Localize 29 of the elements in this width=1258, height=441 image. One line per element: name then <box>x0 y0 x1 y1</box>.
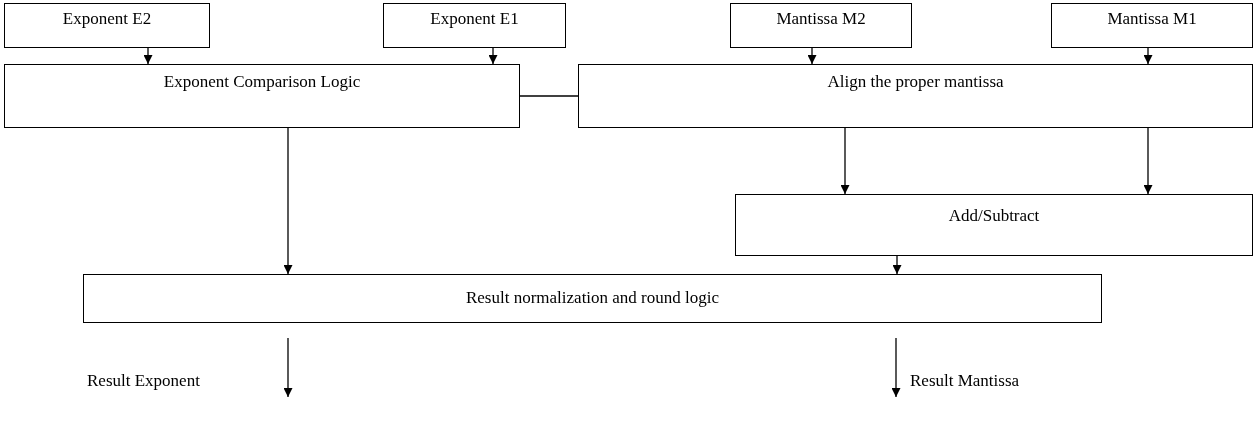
process-box <box>1051 3 1253 48</box>
process-box <box>735 194 1253 256</box>
arrow <box>807 47 817 65</box>
arrow <box>283 127 293 275</box>
output-label: Result Exponent <box>87 370 200 392</box>
process-box <box>4 64 520 128</box>
arrow <box>1143 47 1153 65</box>
process-box <box>383 3 566 48</box>
box-label: Align the proper mantissa <box>827 71 1004 93</box>
arrow <box>892 255 902 275</box>
connector-line <box>519 95 579 97</box>
box-label: Result normalization and round logic <box>465 287 720 309</box>
box-label: Exponent Comparison Logic <box>163 71 361 93</box>
output-label: Result Mantissa <box>910 370 1020 392</box>
arrow <box>840 127 850 195</box>
arrow <box>488 47 498 65</box>
box-label: Exponent E2 <box>62 8 152 30</box>
arrow <box>891 337 901 398</box>
process-box <box>578 64 1253 128</box>
process-box <box>4 3 210 48</box>
arrow <box>143 47 153 65</box>
box-label: Add/Subtract <box>948 205 1040 227</box>
box-label: Mantissa M2 <box>776 8 866 30</box>
arrow <box>1143 127 1153 195</box>
arrow <box>283 337 293 398</box>
process-box <box>83 274 1102 323</box>
process-box <box>730 3 912 48</box>
box-label: Exponent E1 <box>430 8 519 30</box>
box-label: Mantissa M1 <box>1107 8 1197 30</box>
